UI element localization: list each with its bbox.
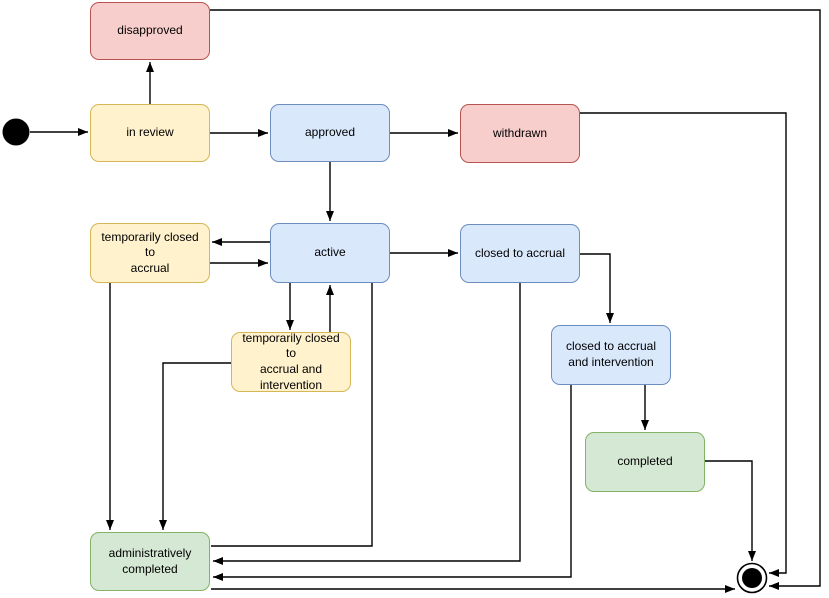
state-temporarily-closed-to-accrual-and-intervention: temporarily closed to accrual and interv… — [231, 330, 351, 392]
state-active-label: active — [314, 245, 346, 260]
state-withdrawn: withdrawn — [460, 104, 580, 163]
state-closed-to-accrual-and-intervention-label: closed to accrual and intervention — [565, 339, 657, 369]
state-in-review-label: in review — [126, 125, 174, 140]
state-administratively-completed-label: administratively completed — [108, 545, 192, 576]
edge-active-to-administratively-completed — [211, 283, 373, 547]
state-approved: approved — [270, 104, 390, 162]
edge-completed-to-end — [705, 460, 756, 561]
state-withdrawn-label: withdrawn — [492, 125, 548, 140]
state-temporarily-closed-to-accrual-label: temporarily closed to accrual — [101, 229, 199, 275]
state-temporarily-closed-to-accrual: temporarily closed to accrual — [90, 223, 210, 283]
edge-disapproved-to-end — [210, 9, 821, 590]
edge-closed-to-accrual-and-intervention-to-administratively-completed — [213, 385, 572, 581]
state-approved-label: approved — [304, 125, 356, 140]
edge-withdrawn-to-end — [580, 112, 787, 577]
final-state-marker — [736, 562, 768, 594]
edge-closed-to-accrual-to-closed-to-accrual-and-intervention — [580, 253, 614, 323]
state-temporarily-closed-to-accrual-and-intervention-label: temporarily closed to accrual and interv… — [242, 330, 340, 392]
edge-temporarily-closed-to-accrual-and-intervention-to-administratively-completed — [159, 362, 231, 530]
state-closed-to-accrual-and-intervention: closed to accrual and intervention — [551, 325, 671, 385]
state-in-review: in review — [90, 104, 210, 162]
edge-closed-to-accrual-to-administratively-completed — [213, 283, 521, 565]
state-disapproved-label: disapproved — [117, 23, 183, 38]
state-administratively-completed: administratively completed — [90, 532, 210, 591]
initial-state-marker — [2, 118, 30, 146]
state-closed-to-accrual-label: closed to accrual — [474, 245, 566, 260]
state-completed-label: completed — [617, 454, 673, 469]
state-completed: completed — [585, 432, 705, 492]
state-active: active — [270, 223, 390, 283]
state-closed-to-accrual: closed to accrual — [460, 224, 580, 283]
state-disapproved: disapproved — [90, 2, 210, 60]
